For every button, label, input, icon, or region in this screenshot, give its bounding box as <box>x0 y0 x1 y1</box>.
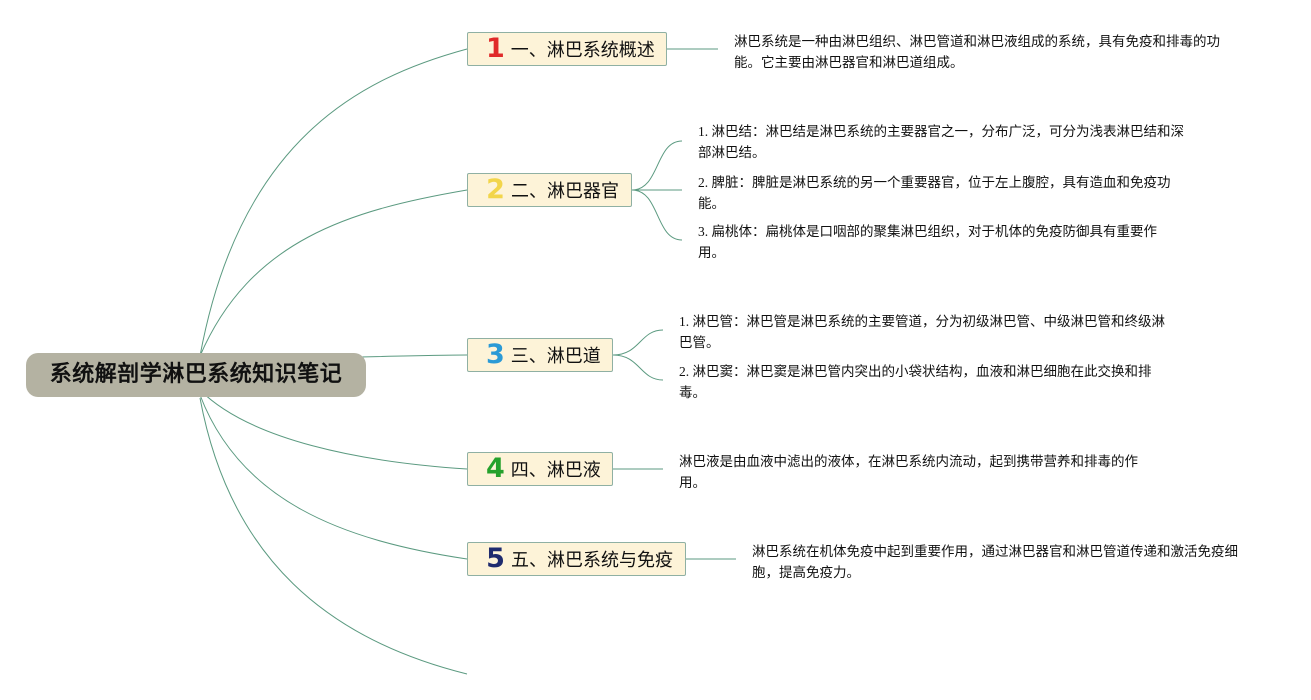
connector-root-branch-2 <box>199 189 468 357</box>
branch-label-1: 一、淋巴系统概述 <box>510 40 655 61</box>
root-topic[interactable]: 系统解剖学淋巴系统知识笔记 <box>26 353 366 397</box>
connector-branch-2-leaf-3 <box>631 189 683 241</box>
connector-root-branch-3 <box>359 354 468 358</box>
connector-root-branch-5 <box>199 394 468 560</box>
leaf-topic-1-1[interactable]: 淋巴系统是一种由淋巴组织、淋巴管道和淋巴液组成的系统，具有免疫和排毒的功能。它主… <box>734 34 1220 70</box>
leaf-topic-2-1[interactable]: 1. 淋巴结：淋巴结是淋巴系统的主要器官之一，分布广泛，可分为浅表淋巴结和深部淋… <box>698 124 1184 160</box>
branch-label-3: 三、淋巴道 <box>510 346 601 367</box>
number-5-icon: 5 <box>486 543 505 574</box>
branch-topic-4[interactable]: 4 四、淋巴液 <box>467 452 613 486</box>
connector-root-branch-6 <box>199 397 468 675</box>
branch-label-2: 二、淋巴器官 <box>511 181 619 202</box>
connector-root-branch-1 <box>199 48 468 357</box>
branch-topic-3[interactable]: 3 三、淋巴道 <box>467 338 613 372</box>
leaf-topic-3-2[interactable]: 2. 淋巴窦：淋巴窦是淋巴管内突出的小袋状结构，血液和淋巴细胞在此交换和排毒。 <box>679 364 1152 400</box>
leaf-topic-3-1[interactable]: 1. 淋巴管：淋巴管是淋巴系统的主要管道，分为初级淋巴管、中级淋巴管和终级淋巴管… <box>679 314 1165 350</box>
connector-branch-3-leaf-2 <box>612 354 664 381</box>
connector-branch-2-leaf-1 <box>631 140 683 191</box>
leaf-topic-4-1[interactable]: 淋巴液是由血液中滤出的液体，在淋巴系统内流动，起到携带营养和排毒的作用。 <box>679 454 1138 490</box>
branch-topic-2[interactable]: 2 二、淋巴器官 <box>467 173 632 207</box>
branch-topic-5[interactable]: 5 五、淋巴系统与免疫 <box>467 542 686 576</box>
branch-label-4: 四、淋巴液 <box>510 460 601 481</box>
leaf-topic-2-2[interactable]: 2. 脾脏：脾脏是淋巴系统的另一个重要器官，位于左上腹腔，具有造血和免疫功能。 <box>698 175 1171 211</box>
number-1-icon: 1 <box>486 33 505 64</box>
number-4-icon: 4 <box>486 453 505 484</box>
connector-branch-3-leaf-1 <box>612 329 664 356</box>
number-3-icon: 3 <box>486 339 505 370</box>
number-2-icon: 2 <box>486 174 505 205</box>
leaf-topic-5-1[interactable]: 淋巴系统在机体免疫中起到重要作用，通过淋巴器官和淋巴管道传递和激活免疫细胞，提高… <box>752 544 1238 580</box>
branch-topic-1[interactable]: 1 一、淋巴系统概述 <box>467 32 667 66</box>
leaf-topic-2-3[interactable]: 3. 扁桃体：扁桃体是口咽部的聚集淋巴组织，对于机体的免疫防御具有重要作用。 <box>698 224 1157 260</box>
branch-label-5: 五、淋巴系统与免疫 <box>511 550 673 571</box>
connector-root-branch-4 <box>199 389 468 470</box>
